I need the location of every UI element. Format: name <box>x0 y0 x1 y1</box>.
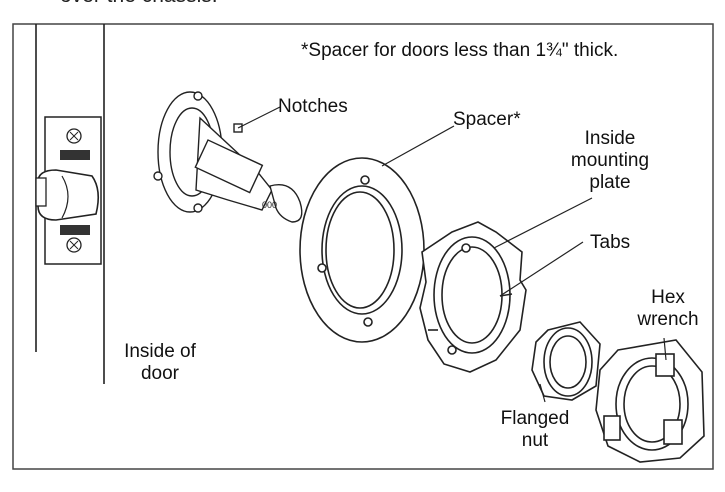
spacer-ring <box>299 157 425 343</box>
hex-wrench-label: Hex wrench <box>628 287 708 331</box>
spacer-label: Spacer* <box>453 109 521 130</box>
leader-lines <box>237 106 667 403</box>
notches-label: Notches <box>278 96 348 117</box>
note-label: *Spacer for doors less than 1¾" thick. <box>301 40 619 61</box>
flanged-nut-label-line-2: nut <box>521 430 549 451</box>
inside-mounting-plate-label-line-1: Inside <box>584 128 636 149</box>
tabs-label: Tabs <box>590 232 631 253</box>
flanged-nut-label: Flanged nut <box>492 408 578 452</box>
svg-text:000: 000 <box>262 200 277 210</box>
inside-mounting-plate-label-line-3: plate <box>589 172 631 193</box>
lock-chassis: 000 <box>153 91 303 223</box>
hex-wrench-label-line-2: wrench <box>637 309 699 330</box>
latch-faceplate <box>35 116 102 265</box>
inside-mounting-plate-label: Inside mounting plate <box>560 128 660 194</box>
inside-of-door-label-line-1: Inside of <box>124 341 196 362</box>
diagram-frame <box>12 23 714 470</box>
cut-off-header-text: over the chassis. <box>60 0 218 8</box>
hex-wrench-tool <box>595 339 705 463</box>
flanged-nut <box>531 321 601 401</box>
hex-wrench-label-line-1: Hex <box>651 287 685 308</box>
inside-mounting-plate-label-line-2: mounting <box>570 150 650 171</box>
flanged-nut-label-line-1: Flanged <box>500 408 570 429</box>
inside-of-door-label: Inside of door <box>108 341 212 385</box>
inside-mounting-plate <box>419 221 527 373</box>
inside-of-door-label-line-2: door <box>140 363 180 384</box>
